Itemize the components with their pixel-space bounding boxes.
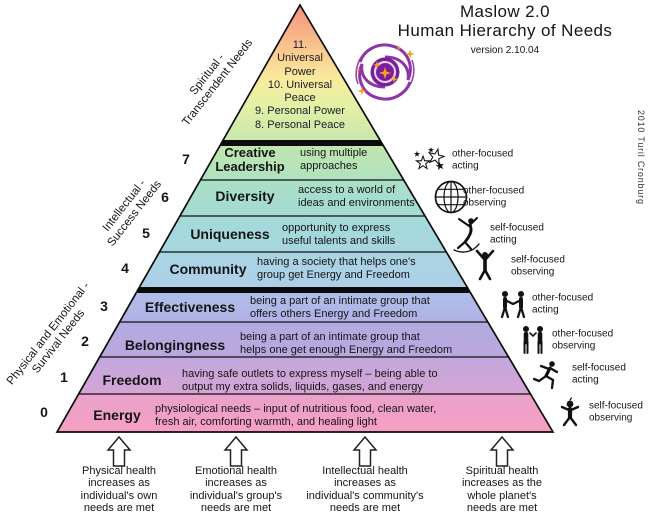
two-people-icon — [523, 326, 543, 354]
up-arrow-icons — [106, 435, 515, 467]
level-desc-6: access to a world of ideas and environme… — [298, 184, 415, 209]
band-3 — [119, 293, 488, 322]
up-arrow-icon — [106, 435, 132, 467]
focus-label-4: self-focused observing — [511, 254, 565, 278]
credit-label: 2010 Turil Cronburg — [636, 110, 646, 205]
level-keyword-5: Uniqueness — [190, 226, 270, 242]
band-6 — [179, 180, 425, 216]
page-subtitle: Human Hierarchy of Needs — [397, 21, 613, 40]
level-number-0: 0 — [40, 404, 48, 420]
galaxy-icon — [355, 43, 415, 101]
level-number-7: 7 — [182, 151, 190, 167]
level-desc-1: having safe outlets to express myself – … — [182, 368, 438, 393]
footer-note-intellectual: Intellectual health increases as individ… — [306, 465, 424, 514]
band-transcendent — [223, 5, 380, 140]
up-arrow-icon — [223, 435, 249, 467]
level-number-4: 4 — [121, 260, 129, 276]
focus-label-7: other-focused acting — [452, 148, 514, 172]
level-desc-7: using multiple approaches — [300, 147, 368, 172]
galaxy-stars — [355, 45, 415, 96]
apex-levels-text: 11. Universal Power 10. Universal Peace … — [255, 39, 345, 131]
version-label: version 2.10.04 — [470, 45, 540, 56]
focus-label-5: self-focused acting — [490, 222, 544, 246]
level-number-5: 5 — [142, 225, 150, 241]
level-desc-5: opportunity to express useful talents an… — [282, 222, 396, 247]
focus-label-2: other-focused observing — [552, 328, 614, 352]
footer-note-physical: Physical health increases as individual'… — [80, 465, 158, 514]
group-bar-top — [219, 140, 384, 146]
level-keyword-7: Creative Leadership — [215, 145, 285, 174]
focus-label-0: self-focused observing — [589, 400, 643, 424]
globe-icon — [434, 180, 468, 214]
level-number-2: 2 — [81, 333, 89, 349]
runner-icon — [532, 361, 559, 390]
level-number-3: 3 — [100, 298, 108, 314]
up-arrow-icon — [352, 435, 378, 467]
level-desc-0: physiological needs – input of nutritiou… — [155, 403, 437, 428]
group-bar-bottom — [136, 287, 471, 293]
band-2 — [99, 322, 509, 357]
focus-label-1: self-focused acting — [572, 362, 626, 386]
band-4 — [139, 252, 468, 287]
band-0 — [57, 394, 553, 432]
level-keyword-3: Effectiveness — [144, 299, 236, 315]
level-desc-3: being a part of an intimate group that o… — [250, 295, 430, 320]
footer-note-spiritual: Spiritual health increases as the whole … — [461, 465, 543, 514]
handshake-icon — [500, 291, 526, 319]
level-number-6: 6 — [161, 189, 169, 205]
arms-raised-icon — [475, 249, 495, 281]
toddler-icon — [560, 397, 580, 427]
level-keyword-2: Belongingness — [124, 337, 226, 353]
band-1 — [78, 357, 531, 394]
footer-note-emotional: Emotional health increases as individual… — [189, 465, 283, 514]
level-keyword-1: Freedom — [102, 372, 162, 388]
band-separators — [78, 179, 531, 395]
level-keyword-4: Community — [169, 261, 247, 277]
level-keyword-6: Diversity — [215, 188, 275, 204]
up-arrow-icon — [489, 435, 515, 467]
focus-label-6: other-focused observing — [463, 185, 525, 209]
page-title: Maslow 2.0 — [460, 2, 550, 21]
focus-label-3: other-focused acting — [532, 292, 594, 316]
level-desc-4: having a society that helps one's group … — [257, 256, 416, 281]
stars-icon — [413, 147, 446, 171]
title-block: Maslow 2.0 Human Hierarchy of Needs vers… — [352, 2, 658, 60]
band-5 — [159, 216, 447, 252]
dancer-icon — [453, 217, 480, 253]
level-desc-2: being a part of an intimate group that h… — [240, 331, 453, 356]
band-7 — [200, 146, 404, 180]
level-number-1: 1 — [60, 369, 68, 385]
level-keyword-0: Energy — [93, 407, 141, 423]
pyramid-outline — [55, 3, 555, 433]
